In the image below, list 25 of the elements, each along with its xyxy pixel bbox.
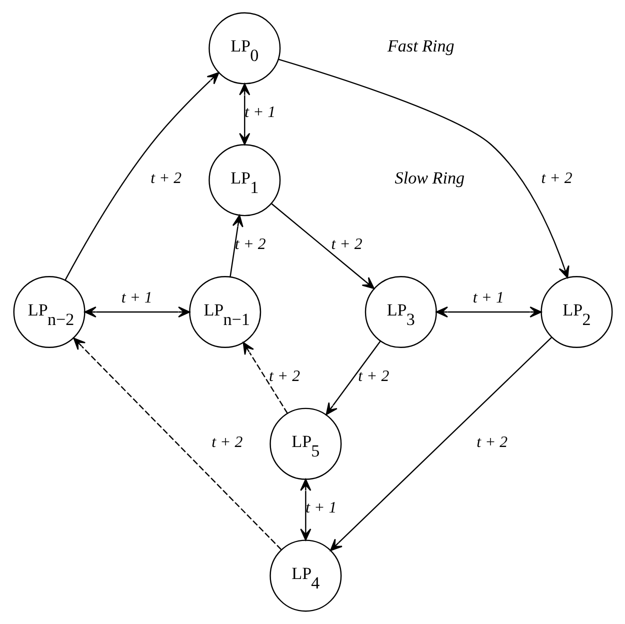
edge-label: t + 2	[358, 368, 389, 385]
arrow	[229, 214, 243, 277]
edge-label: t + 2	[268, 368, 300, 385]
arrow	[300, 478, 311, 541]
edge-label: t + 1	[472, 290, 504, 307]
arrow	[270, 203, 374, 289]
edge-label: t + 1	[120, 290, 152, 307]
edge-label: t + 2	[330, 236, 362, 253]
edge-label: t + 2	[150, 170, 182, 188]
edge-label: t + 2	[234, 236, 266, 253]
arrow	[330, 336, 552, 552]
arrow	[242, 342, 288, 414]
arrow	[435, 306, 542, 318]
arrow	[72, 338, 282, 550]
edge-label: t + 1	[244, 104, 276, 122]
edge-label: t + 2	[211, 434, 242, 451]
arrow	[238, 83, 250, 146]
arrow	[64, 72, 219, 280]
label: Fast Ring	[386, 36, 454, 56]
arrow	[278, 58, 569, 278]
label: Slow Ring	[394, 168, 464, 188]
arrow	[325, 340, 380, 416]
arrow	[84, 306, 190, 318]
edge-label: t + 2	[540, 170, 572, 188]
edge-label: t + 2	[476, 434, 508, 451]
